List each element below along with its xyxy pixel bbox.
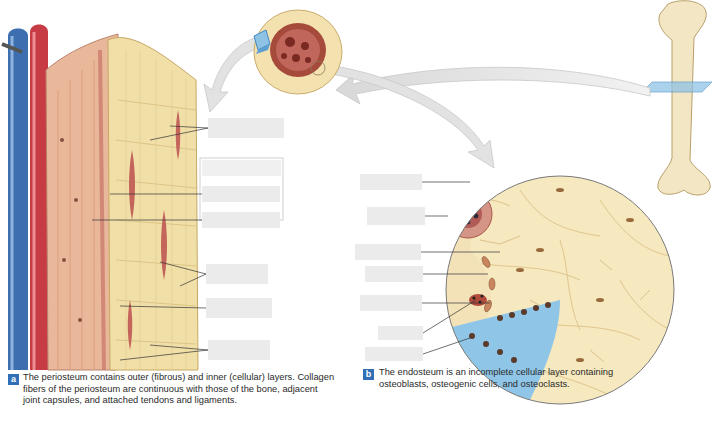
periosteum [46,34,118,370]
caption-text: The endosteum is an incomplete cellular … [379,367,629,390]
panel-badge: b [363,369,374,380]
panel-letter: b [363,369,374,380]
panel-badge: a [8,374,19,385]
label-blanks [200,118,284,360]
leader-lines [421,182,500,354]
label-blanks [355,174,425,361]
panel-letter: a [8,374,19,385]
leader-lines [92,126,208,360]
femur [642,1,712,195]
cross-section [254,10,342,94]
arrow [318,64,494,168]
blood-vessels [2,25,48,371]
caption-text: The periosteum contains outer (fibrous) … [23,372,335,407]
compact-bone [108,38,198,370]
